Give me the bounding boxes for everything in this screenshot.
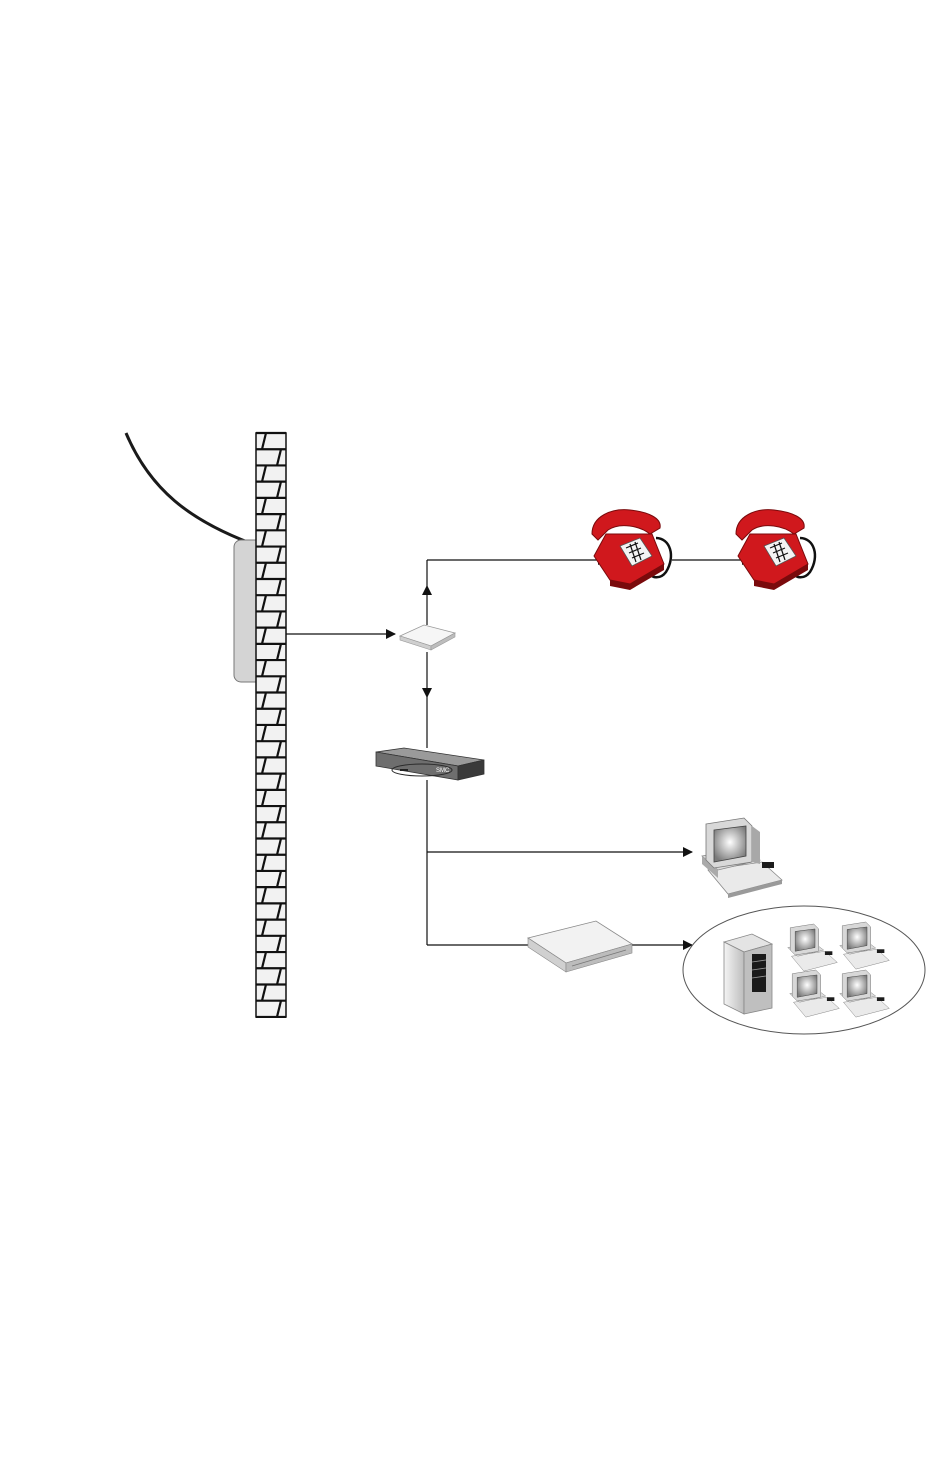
modem-icon: SMC xyxy=(376,748,484,780)
modem-brand-label: SMC xyxy=(436,768,450,774)
computer-icon xyxy=(702,818,782,898)
splitter-icon xyxy=(400,625,455,650)
connection-lines xyxy=(286,560,751,945)
telephone-icon xyxy=(736,510,815,590)
telephone-icon xyxy=(592,510,671,590)
incoming-cable xyxy=(126,433,250,543)
brick-wall xyxy=(256,433,286,1017)
network-cloud-icon xyxy=(683,906,925,1034)
server-tower-icon xyxy=(724,934,772,1014)
hub-icon xyxy=(528,921,632,972)
